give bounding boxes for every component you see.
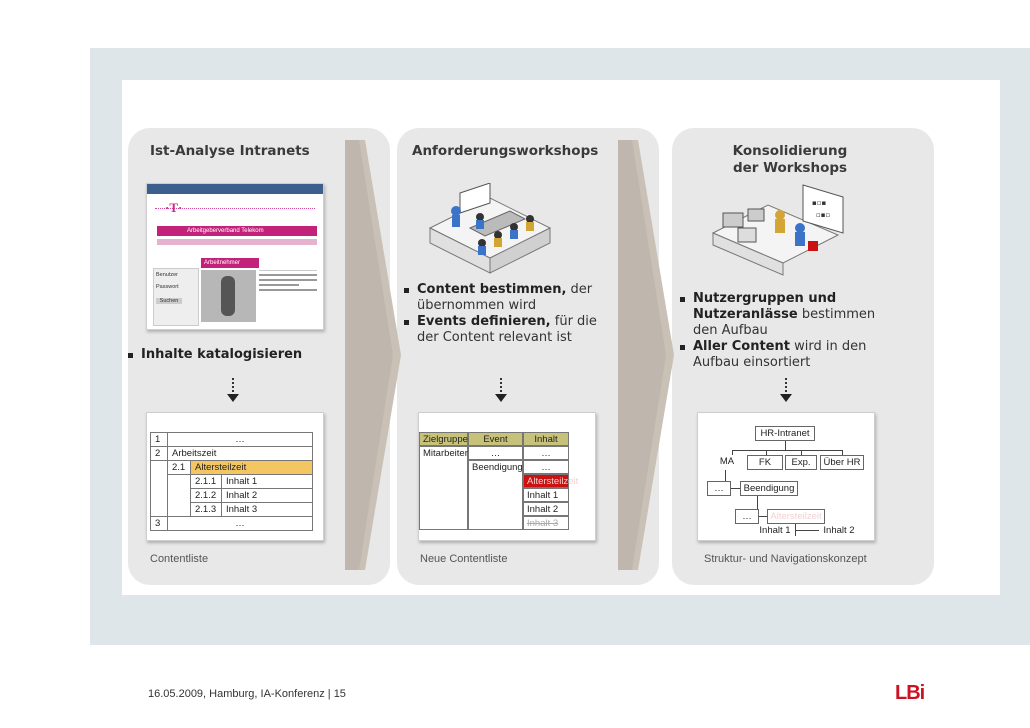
cell-inhalt-altersteilzeit: Altersteilzeit xyxy=(523,474,578,488)
bullet-bold: Content bestimmen, xyxy=(417,282,567,297)
column-title-anforderungsworkshops: Anforderungsworkshops xyxy=(412,143,599,159)
column1-bullets: Inhalte katalogisieren xyxy=(126,347,336,363)
down-dots-arrow-1 xyxy=(226,378,240,402)
title-line: Konsolidierung xyxy=(732,143,848,159)
bullet-text: der übernommen wird xyxy=(417,282,593,313)
login-search-button: Suchen xyxy=(156,298,182,304)
bullet-bold: Nutzergruppen und Nutzeranlässe xyxy=(693,291,837,322)
row-label: Inhalt 3 xyxy=(221,502,313,517)
consolidation-illustration: ▪▫▪ ▫▪▫ xyxy=(711,184,844,276)
column3-bullets: Nutzergruppen und Nutzeranlässe bestimme… xyxy=(678,291,893,371)
row-label: … xyxy=(167,516,313,531)
tree-node-ma: MA xyxy=(711,455,743,470)
cell-inhalt: … xyxy=(523,446,569,460)
bullet-text: für die der Content relevant ist xyxy=(417,314,597,345)
down-dots-arrow-2 xyxy=(494,378,508,402)
cell-inhalt-struck: Inhalt 3 xyxy=(523,516,569,530)
row-number: 2 xyxy=(150,446,168,461)
header-zielgruppe: Zielgruppe xyxy=(419,432,468,446)
tree-node-fk: FK xyxy=(747,455,783,470)
caption-contentliste: Contentliste xyxy=(150,553,209,565)
table-row: 1… xyxy=(150,432,313,447)
tree-node-altersteilzeit: Altersteilzeit xyxy=(767,509,825,524)
chevron-arrow-1 xyxy=(345,140,401,570)
cell-event-beendigung: Beendigung xyxy=(468,460,523,530)
down-dots-arrow-3 xyxy=(779,378,793,402)
row-subnumber: 2.1 xyxy=(167,460,191,475)
lbi-logo: LBi xyxy=(895,682,925,704)
bullet-text: bestimmen den Aufbau xyxy=(693,307,876,338)
cell-event-dots: … xyxy=(468,446,523,460)
tree-node-dots: … xyxy=(735,509,759,524)
login-password-label: Passwort xyxy=(156,284,179,290)
tree-node-ueber-hr: Über HR xyxy=(820,455,864,470)
svg-text:▫▪▫: ▫▪▫ xyxy=(816,211,830,219)
slide-footer: 16.05.2009, Hamburg, IA-Konferenz | 15 xyxy=(148,688,346,700)
navigation-tree: HR-Intranet MA FK Exp. Über HR … Beendig… xyxy=(697,420,873,540)
workshop-illustration xyxy=(428,183,552,274)
bullet-bold: Aller Content xyxy=(693,339,790,354)
header-event: Event xyxy=(468,432,523,446)
caption-neue-contentliste: Neue Contentliste xyxy=(420,553,508,565)
tree-leaf-inhalt-2: Inhalt 2 xyxy=(823,525,855,536)
title-line: der Workshops xyxy=(732,160,848,176)
tree-node-dots: … xyxy=(707,481,731,496)
tree-leaf-inhalt-1: Inhalt 1 xyxy=(759,525,791,536)
intranet-screenshot: ·T· Arbeitgeberverband Telekom Arbeitneh… xyxy=(146,183,324,330)
column-title-ist-analyse: Ist-Analyse Intranets xyxy=(150,143,310,159)
tree-node-beendigung: Beendigung xyxy=(740,481,798,496)
intranet-banner: Arbeitgeberverband Telekom xyxy=(157,226,317,236)
cell-inhalt: Inhalt 2 xyxy=(523,502,569,516)
bullet-text: wird in den Aufbau einsortiert xyxy=(693,339,867,370)
column-title-konsolidierung: Konsolidierung der Workshops xyxy=(700,143,880,177)
row-label: Inhalt 1 xyxy=(221,474,313,489)
row-subnumber: 2.1.1 xyxy=(190,474,222,489)
row-subnumber: 2.1.2 xyxy=(190,488,222,503)
header-inhalt: Inhalt xyxy=(523,432,569,446)
cell-inhalt: Inhalt 1 xyxy=(523,488,569,502)
neue-contentliste-table: Zielgruppe Event Inhalt Mitarbeiter … Be… xyxy=(419,432,578,532)
cell-zielgruppe: Mitarbeiter xyxy=(419,446,468,530)
column2-bullets: Content bestimmen, der übernommen wird E… xyxy=(402,282,617,346)
tree-root: HR-Intranet xyxy=(755,426,815,441)
row-number: 1 xyxy=(150,432,168,447)
row-number: 3 xyxy=(150,516,168,531)
login-user-label: Benutzer xyxy=(156,272,179,278)
chevron-arrow-2 xyxy=(618,140,674,570)
bullet-bold: Inhalte katalogisieren xyxy=(141,347,303,362)
intranet-subbanner: Arbeitnehmer xyxy=(201,258,259,268)
svg-text:▪▫▪: ▪▫▪ xyxy=(812,199,826,207)
tree-node-exp: Exp. xyxy=(785,455,817,470)
caption-struktur-navigationskonzept: Struktur- und Navigationskonzept xyxy=(704,553,867,565)
telekom-t-logo: ·T· xyxy=(165,200,183,215)
row-label: … xyxy=(167,432,313,447)
bullet-bold: Events definieren, xyxy=(417,314,551,329)
row-label-highlight: Altersteilzeit xyxy=(190,460,313,475)
row-label: Inhalt 2 xyxy=(221,488,313,503)
table-row: 3… xyxy=(150,516,313,531)
row-label: Arbeitszeit xyxy=(167,446,313,461)
cell-inhalt: … xyxy=(523,460,569,474)
row-subnumber: 2.1.3 xyxy=(190,502,222,517)
